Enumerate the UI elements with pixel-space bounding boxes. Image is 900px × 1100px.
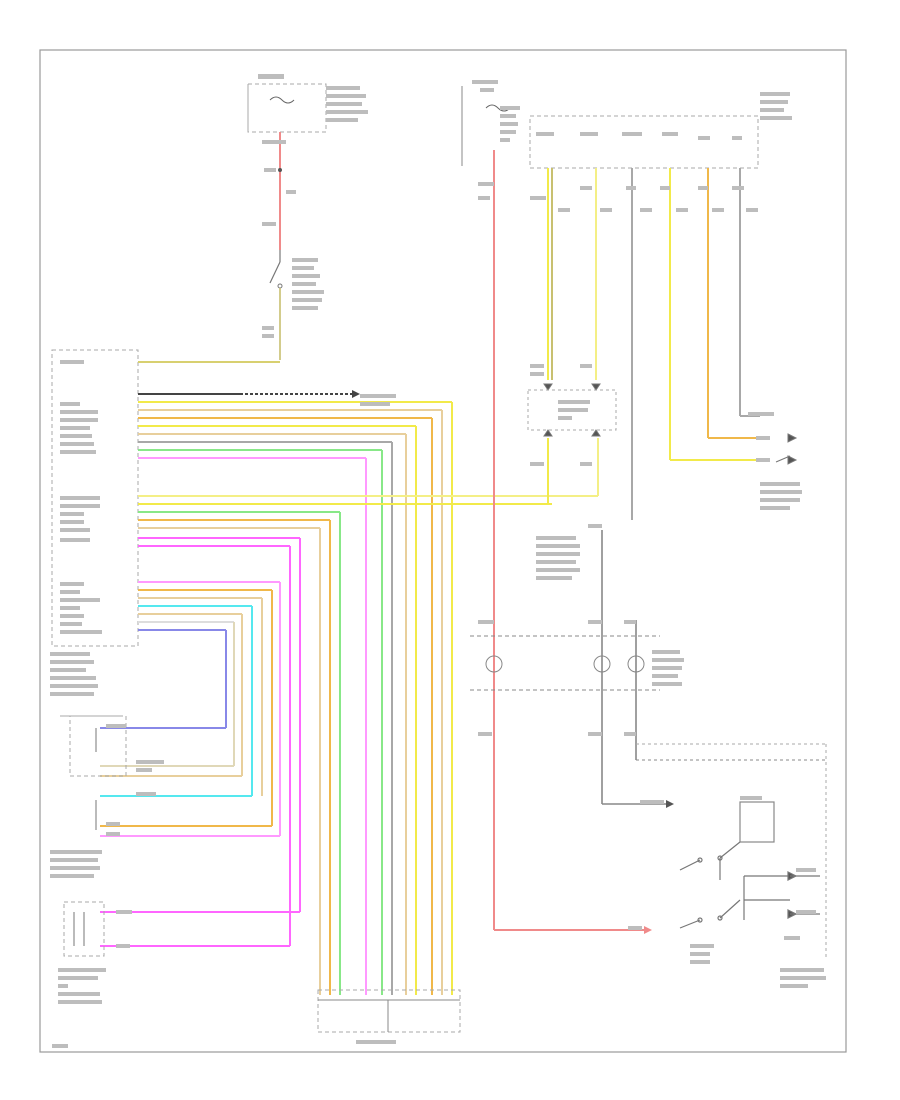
bcm-wiring [547,168,760,520]
unreadable-labels [50,74,826,1048]
inline-connector-bottom [317,989,461,1033]
fuse-block-right [461,86,511,166]
clutch-switch [269,250,283,360]
vehicle-speed-sensor [63,901,105,957]
body-control-module [529,115,759,169]
engine-control-module [51,349,139,647]
stoplamp-switch [679,801,820,929]
brake-pedal-position-sensor [775,433,798,465]
ac-pressure-sensor [60,715,127,830]
splice-pack-row [470,635,660,691]
fuse-block-left [247,83,327,133]
inline-connector-mid [527,383,617,437]
splice-s1 [278,168,282,172]
diagram-frame [39,49,847,1053]
ecm-wiring [100,361,598,995]
